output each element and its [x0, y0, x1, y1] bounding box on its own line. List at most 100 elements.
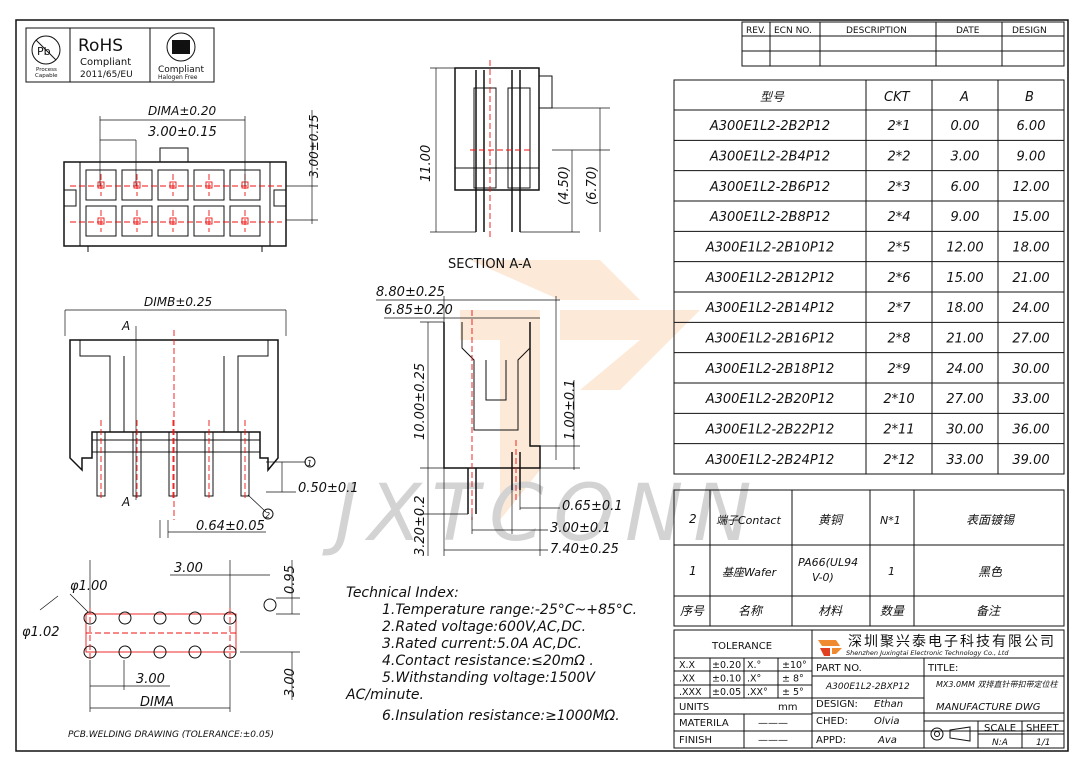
description-header: DESCRIPTION — [846, 26, 907, 36]
bom-table: 2 端子Contact 黄铜 N*1 表面镀锡 1 基座Wafer PA66(U… — [673, 489, 1065, 627]
company-logo-icon — [818, 640, 842, 656]
parts-cell: 39.00 — [1012, 453, 1049, 468]
dim-front-050: 0.50±0.1 — [298, 481, 359, 496]
sheet-value: 1/1 — [1036, 738, 1050, 748]
dim-top-pitch: 3.00±0.15 — [148, 125, 217, 140]
parts-cell: 33.00 — [1012, 392, 1049, 407]
dim-pcb-dima: DIMA — [140, 695, 174, 710]
drawing-border — [15, 19, 1069, 752]
pcb-caption: PCB.WELDING DRAWING (TOLERANCE:±0.05) — [68, 730, 274, 740]
parts-cell: 33.00 — [946, 453, 983, 468]
tolerance-cell: ±0.10 — [712, 674, 741, 685]
halogen-free-icon — [166, 32, 196, 62]
parts-cell: 24.00 — [1012, 301, 1049, 316]
scale-label: SCALE — [984, 723, 1016, 734]
technical-heading: Technical Index: — [346, 585, 459, 601]
bom-row2-remark: 表面镀锡 — [966, 513, 1016, 527]
cavity — [121, 205, 153, 237]
front-view: DIMB±0.25 A A 0.50±0.1 0.64±0.05 1 2 — [64, 295, 359, 538]
section-view: 11.00 (4.50) (6.70) SECTION A-A — [419, 60, 610, 272]
dim-pcb-phi100: φ1.00 — [70, 579, 108, 594]
watermark-logo: JXTCONN — [322, 260, 762, 559]
halogen-compliant: Compliant — [158, 65, 204, 75]
tech-line-1: 1.Temperature range:-25°C~+85°C. — [382, 602, 637, 618]
ched-value: Olvia — [874, 716, 899, 727]
bom-row2-qty: N*1 — [880, 514, 901, 527]
parts-cell: 15.00 — [946, 271, 983, 286]
tech-line-3: 3.Rated current:5.0A AC,DC. — [382, 636, 582, 652]
bom-header-material: 材料 — [818, 604, 843, 618]
rohs-compliant: Compliant — [80, 57, 131, 68]
halogen-free: Halogen Free — [158, 74, 198, 81]
rev-header: REV. — [746, 26, 766, 36]
parts-cell: 9.00 — [951, 210, 980, 225]
parts-cell: 12.00 — [1012, 180, 1049, 195]
parts-cell: 30.00 — [946, 423, 983, 438]
tech-line-5b: AC/minute. — [345, 687, 424, 703]
lead-free-icon — [31, 35, 61, 65]
cavity — [85, 205, 117, 237]
bom-row1-qty: 1 — [888, 565, 895, 578]
finish-label: FINISH — [679, 735, 712, 746]
parts-cell: A300E1L2-2B20P12 — [705, 392, 835, 407]
tolerance-cell: .XXX — [679, 687, 702, 698]
parts-cell: A300E1L2-2B2P12 — [709, 119, 830, 134]
pcb-hole — [118, 611, 132, 625]
parts-cell: 2*5 — [887, 241, 910, 256]
material-label: MATERILA — [679, 718, 729, 729]
parts-cell: A300E1L2-2B10P12 — [705, 241, 835, 256]
projection-symbol-icon — [930, 726, 971, 742]
dim-section-670: (6.70) — [585, 166, 600, 205]
parts-cell: A300E1L2-2B14P12 — [705, 301, 835, 316]
cavity — [157, 169, 189, 201]
ecn-header: ECN NO. — [774, 26, 812, 36]
parts-header-ckt: CKT — [884, 90, 911, 105]
pcb-hole — [188, 645, 202, 659]
parts-cell: 30.00 — [1012, 362, 1049, 377]
dwg-label: MANUFACTURE DWG — [936, 702, 1041, 713]
parts-cell: 2*1 — [887, 119, 910, 134]
tolerance-cell: .X° — [747, 674, 761, 685]
parts-cell: 6.00 — [1017, 119, 1046, 134]
dim-side-065: 0.65±0.1 — [562, 499, 623, 514]
tolerance-cell: .XX° — [747, 687, 768, 698]
pb-label: Pb — [37, 45, 51, 58]
dim-side-740: 7.40±0.25 — [550, 542, 619, 557]
part-no-label: PART NO. — [816, 663, 862, 674]
tech-line-5: 5.Withstanding voltage:1500V — [382, 670, 596, 686]
tolerance-cell: ± 8° — [782, 674, 804, 685]
pcb-hole — [118, 645, 132, 659]
part-no-value: A300E1L2-2BXP12 — [825, 682, 910, 692]
bom-header-qty: 数量 — [880, 604, 905, 618]
parts-cell: 3.00 — [951, 150, 980, 165]
tolerance-cell: ±10° — [782, 660, 807, 671]
bom-header-name: 名称 — [738, 604, 764, 618]
bom-row2-material: 黄铜 — [818, 513, 844, 527]
pcb-hole — [153, 645, 167, 659]
title-label: TITLE: — [927, 663, 958, 674]
cavity — [193, 205, 225, 237]
company-name-cn: 深圳聚兴泰电子科技有限公司 — [848, 634, 1056, 650]
bom-row2-name: 端子Contact — [716, 514, 781, 527]
revision-table: REV. ECN NO. DESCRIPTION DATE DESIGN — [741, 21, 1065, 67]
tech-line-2: 2.Rated voltage:600V,AC,DC. — [382, 619, 586, 635]
dim-side-320: 3.20±0.2 — [413, 495, 428, 556]
units-label: UNITS — [679, 702, 709, 713]
bom-header-no: 序号 — [680, 604, 705, 618]
design-header: DESIGN — [1012, 26, 1047, 36]
parts-cell: 27.00 — [946, 392, 983, 407]
callout-1: 1 — [307, 459, 312, 468]
parts-cell: 2*6 — [887, 271, 910, 286]
watermark-text: JXTCONN — [322, 469, 762, 559]
dim-front-dimb: DIMB±0.25 — [144, 295, 212, 309]
section-mark-top: A — [121, 319, 130, 333]
parts-cell: 36.00 — [1012, 423, 1049, 438]
parts-cell: 12.00 — [946, 241, 983, 256]
dim-pcb-300-top: 3.00 — [174, 561, 203, 576]
parts-cell: 2*4 — [887, 210, 910, 225]
dim-pcb-300-mid: 3.00 — [136, 672, 165, 687]
